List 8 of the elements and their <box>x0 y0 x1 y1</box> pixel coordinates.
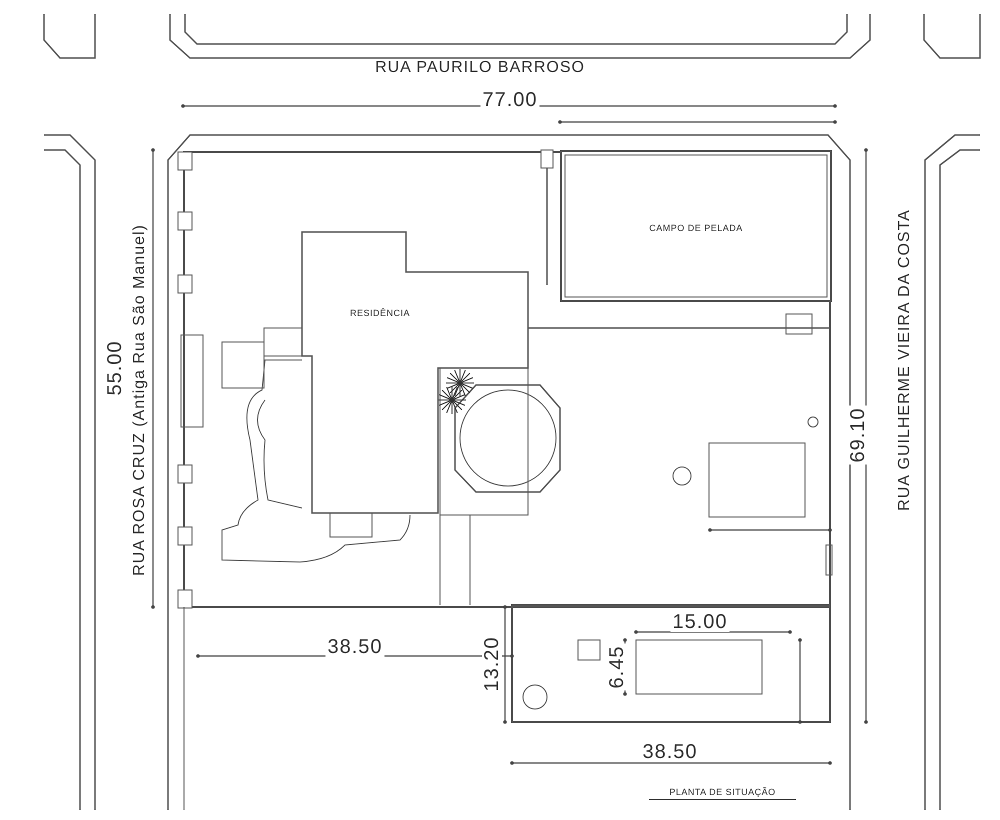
drawing-caption: PLANTA DE SITUAÇÃO <box>649 787 796 800</box>
area-label: CAMPO DE PELADA <box>649 223 743 233</box>
dimension-label: 69.10 <box>848 405 868 465</box>
dimension-label: 6.45 <box>607 644 627 690</box>
dimension-label: 38.50 <box>325 637 385 657</box>
dimension-label: 15.00 <box>670 612 730 632</box>
dimension-label: 77.00 <box>480 90 540 110</box>
area-label: RESIDÊNCIA <box>350 308 410 318</box>
